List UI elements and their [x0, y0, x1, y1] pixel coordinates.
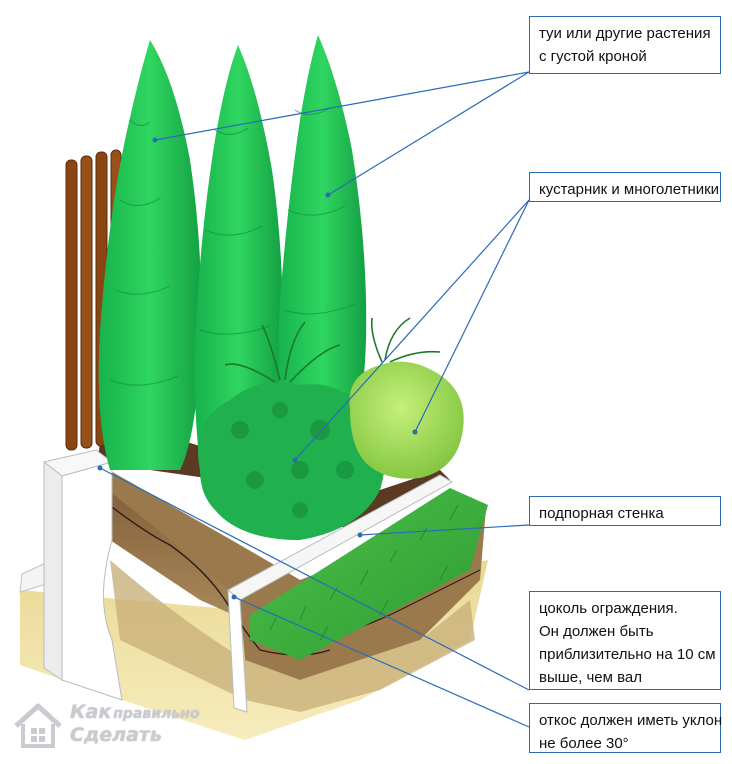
- watermark-word-sdelat: Сделать: [70, 724, 162, 746]
- label-retaining-wall-line-1: подпорная стенка: [539, 505, 664, 522]
- shrub-dark: [198, 382, 385, 540]
- shrub-light: [349, 361, 464, 479]
- leader-dots: [97, 137, 418, 600]
- watermark-word-kak: Как: [70, 701, 112, 723]
- ornamental-grass: [224, 317, 441, 383]
- watermark-word-pravilno: правильно: [113, 706, 200, 722]
- thuja-texture: [109, 107, 356, 386]
- label-slope: откос должен иметь уклон не более 30°: [529, 703, 723, 753]
- shrub-dark-texture: [231, 402, 354, 518]
- fence-plinth-front: [61, 461, 123, 701]
- label-plinth-line-2: Он должен быть: [539, 623, 654, 640]
- soil-section-lower: [110, 560, 475, 712]
- label-trees: туи или другие растения с густой кроной: [529, 16, 721, 74]
- thuja-tree-left: [98, 40, 202, 470]
- label-trees-line-1: туи или другие растения: [539, 25, 711, 42]
- soil-wavy-line: [89, 489, 331, 656]
- fence-plinth-face: [43, 460, 63, 681]
- label-slope-line-2: не более 30°: [539, 735, 629, 752]
- watermark-line-2: Сделать: [70, 724, 162, 746]
- label-slope-line-1: откос должен иметь уклон: [539, 712, 723, 729]
- label-trees-line-2: с густой кроной: [539, 48, 647, 65]
- label-plinth-line-3: приблизительно на 10 см: [539, 646, 716, 663]
- label-plinth-line-4: выше, чем вал: [539, 669, 642, 686]
- house-logo-icon: [14, 703, 62, 748]
- leader-lines: [99, 71, 530, 728]
- label-plinth-line-1: цоколь ограждения.: [539, 600, 678, 617]
- label-shrubs-line-1: кустарник и многолетники: [539, 181, 720, 198]
- label-retaining-wall: подпорная стенка: [529, 496, 721, 526]
- label-fence-plinth: цоколь ограждения. Он должен быть прибли…: [529, 591, 721, 690]
- label-shrubs: кустарник и многолетники: [529, 172, 721, 202]
- thuja-tree-right: [278, 35, 367, 450]
- thuja-tree-middle: [194, 45, 283, 470]
